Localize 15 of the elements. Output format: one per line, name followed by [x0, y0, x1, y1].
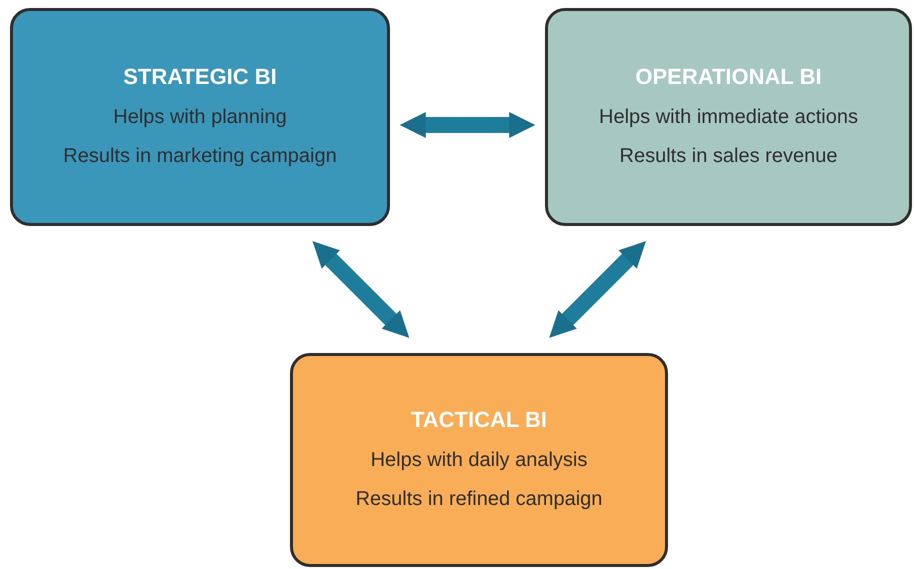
double-arrow — [312, 241, 410, 338]
box-heading: STRATEGIC BI — [123, 64, 277, 90]
category-box — [545, 8, 912, 226]
box-text: Results in refined campaign — [356, 487, 602, 512]
box-heading: TACTICAL BI — [410, 407, 548, 433]
double-arrow — [549, 241, 646, 338]
category-box — [290, 353, 668, 567]
box-text: Helps with daily analysis — [370, 448, 588, 473]
box-text: Helps with planning — [113, 105, 287, 130]
box-heading: OPERATIONAL BI — [635, 64, 822, 90]
double-arrow — [400, 112, 536, 138]
category-box — [10, 8, 390, 226]
box-text: Helps with immediate actions — [599, 105, 858, 130]
box-text: Results in marketing campaign — [63, 144, 337, 169]
box-text: Results in sales revenue — [620, 144, 838, 169]
